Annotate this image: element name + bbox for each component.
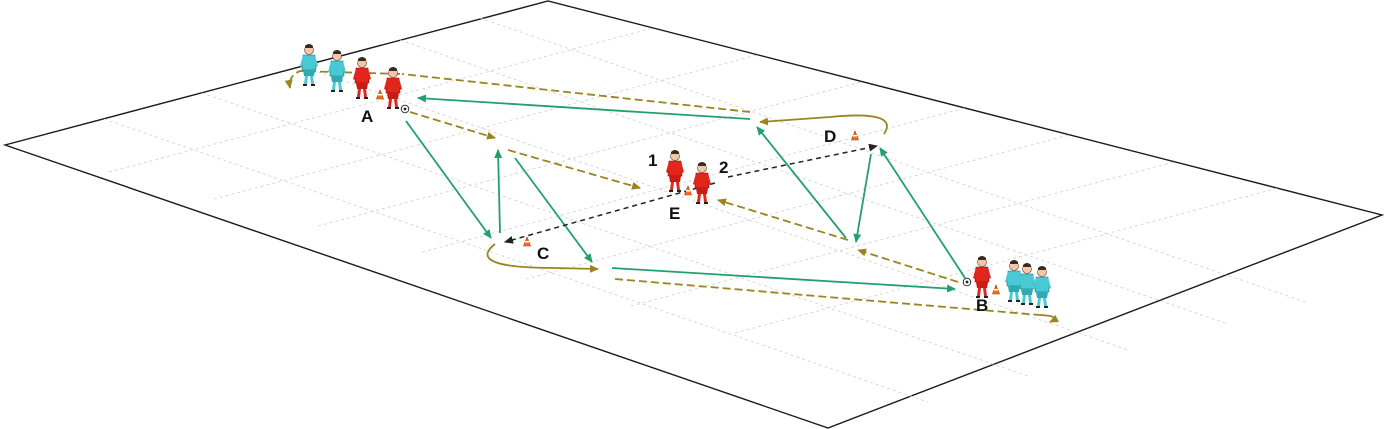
- run-arrows: [284, 70, 1041, 316]
- player-number-1: 1: [648, 151, 657, 170]
- pitch-grid: [103, 17, 1309, 403]
- position-label-e: E: [669, 204, 680, 223]
- pass-arrow: [417, 94, 751, 120]
- pass-arrow: [514, 157, 593, 263]
- ball-icon: [962, 277, 972, 287]
- pass-arrow: [494, 149, 503, 234]
- run-arrow: [401, 73, 751, 113]
- run-arrow: [507, 149, 641, 190]
- position-label-a: A: [361, 107, 373, 126]
- position-label-b: B: [976, 296, 988, 315]
- curve-run-b: [1039, 314, 1059, 323]
- ball-path-arrow: [504, 182, 716, 244]
- run-arrow: [717, 198, 849, 241]
- pass-arrows: [405, 94, 966, 293]
- pass-arrow: [853, 153, 872, 243]
- ball-icon: [400, 104, 410, 114]
- pass-arrow: [405, 120, 492, 239]
- curve-run-d: [759, 114, 888, 135]
- ball-path-arrow: [727, 143, 878, 178]
- player-number-2: 2: [719, 158, 728, 177]
- curve-run-c: [486, 243, 599, 273]
- position-label-c: C: [537, 244, 549, 263]
- pass-arrow: [879, 147, 966, 279]
- position-labels: A B C D E 1 2: [361, 107, 988, 315]
- position-label-d: D: [824, 127, 836, 146]
- pass-arrow: [756, 126, 847, 239]
- run-arrow: [409, 111, 496, 140]
- curved-runs: [486, 114, 1059, 323]
- ball-path: [504, 143, 878, 244]
- run-arrow: [284, 70, 401, 89]
- run-arrow: [857, 248, 959, 283]
- pass-arrow: [611, 267, 956, 293]
- run-arrow: [614, 278, 1041, 316]
